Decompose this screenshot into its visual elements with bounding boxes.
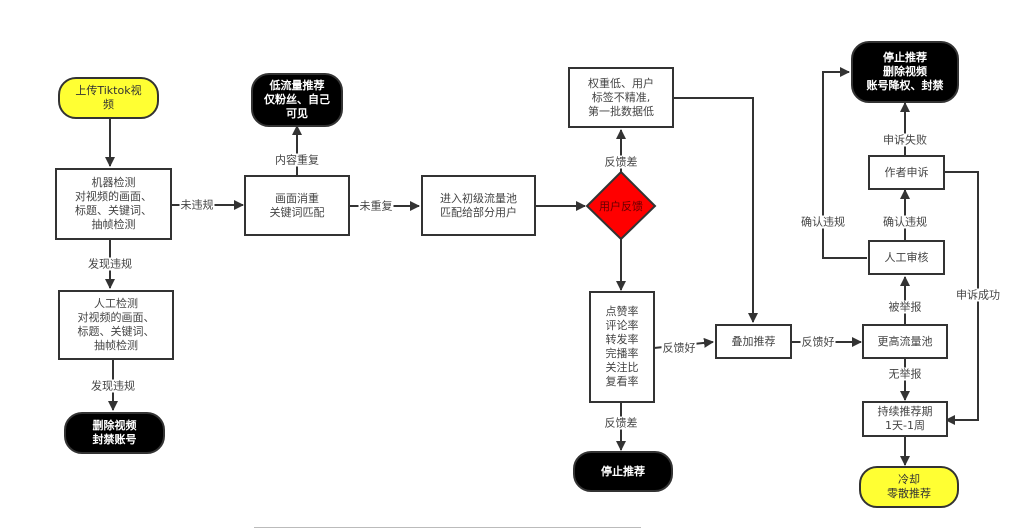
node-sustained-recommend: 持续推荐期 1天-1周 (862, 401, 948, 437)
node-stop-recommend: 停止推荐 (573, 451, 673, 492)
edge-label-reported: 被举报 (887, 300, 923, 314)
edge-label-bad-feedback-up: 反馈差 (603, 155, 639, 169)
arrow-review-to-ban-loop (822, 67, 867, 259)
edge-label-found-violation-2: 发现违规 (90, 379, 136, 393)
node-stack-recommend: 叠加推荐 (715, 324, 792, 359)
edge-label-not-duplicate: 未重复 (358, 199, 394, 213)
edge-label-appeal-failed: 申诉失败 (882, 133, 928, 147)
edge-label-no-report: 无举报 (887, 367, 923, 381)
edge-label-appeal-success: 申诉成功 (955, 288, 1001, 302)
node-upload-video: 上传Tiktok视 频 (58, 77, 159, 119)
edge-label-found-violation-1: 发现违规 (87, 257, 133, 271)
node-metrics: 点赞率 评论率 转发率 完播率 关注比 复看率 (589, 291, 655, 403)
decision-label-user-feedback: 用户反馈 (599, 200, 643, 213)
node-author-appeal: 作者申诉 (868, 155, 945, 190)
edge-label-confirm-violation-center: 确认违规 (882, 215, 928, 229)
node-machine-check: 机器检测 对视频的画面、 标题、关键词、 抽帧检测 (55, 168, 172, 240)
edge-label-duplicate-content: 内容重复 (274, 153, 320, 167)
node-dedup: 画面消重 关键词匹配 (244, 175, 350, 236)
decision-diamond-user-feedback (585, 170, 657, 241)
node-manual-check: 人工检测 对视频的画面、 标题、关键词、 抽帧检测 (58, 290, 174, 360)
node-low-weight: 权重低、用户 标签不精准, 第一批数据低 (568, 67, 674, 128)
node-higher-pool: 更高流量池 (862, 324, 948, 359)
divider-line (254, 527, 641, 528)
node-cooldown: 冷却 零散推荐 (859, 466, 959, 508)
edge-label-bad-feedback-down: 反馈差 (603, 416, 639, 430)
edge-label-good-feedback-1: 反馈好 (661, 341, 697, 355)
node-manual-review: 人工审核 (868, 240, 945, 275)
node-primary-pool: 进入初级流量池 匹配给部分用户 (421, 175, 536, 236)
edge-label-good-feedback-2: 反馈好 (800, 335, 836, 349)
node-delete-ban: 删除视频 封禁账号 (64, 412, 165, 454)
edge-label-confirm-violation-left: 确认违规 (800, 215, 846, 229)
node-final-ban: 停止推荐 删除视频 账号降权、封禁 (851, 41, 959, 103)
node-low-traffic: 低流量推荐 仅粉丝、自己 可见 (251, 73, 343, 127)
edge-label-no-violation: 未违规 (179, 198, 215, 212)
arrow-lowweight-to-stack (673, 97, 758, 323)
